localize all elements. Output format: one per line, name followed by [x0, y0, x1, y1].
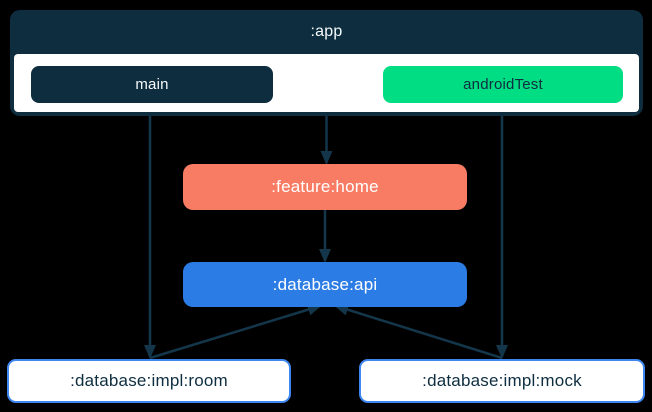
source-set-main: main	[31, 66, 273, 103]
source-set-androidtest: androidTest	[383, 66, 623, 103]
edge-database-impl-room-to-database-api	[149, 303, 322, 360]
module-feature-home-label: :feature:home	[271, 177, 379, 196]
module-database-api-label: :database:api	[272, 274, 378, 294]
module-database-impl-room: :database:impl:room	[7, 359, 291, 403]
edge-database-impl-mock-to-database-api	[334, 303, 503, 360]
source-set-main-label: main	[135, 76, 169, 93]
module-database-impl-mock-label: :database:impl:mock	[422, 371, 582, 390]
module-feature-home: :feature:home	[183, 164, 467, 210]
module-database-api: :database:api	[183, 262, 467, 307]
module-database-impl-room-label: :database:impl:room	[70, 371, 228, 390]
source-set-androidtest-label: androidTest	[463, 76, 543, 93]
app-module-title: :app	[310, 23, 343, 40]
module-database-impl-mock: :database:impl:mock	[359, 359, 645, 403]
